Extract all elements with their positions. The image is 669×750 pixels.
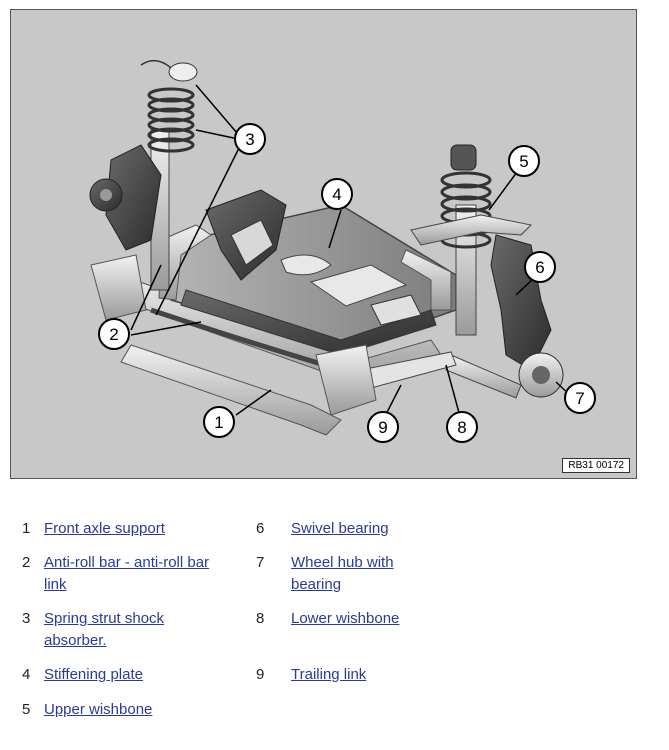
callout-7-number: 7 [575,389,584,408]
left-strut-mount [168,62,198,82]
callout-2: 2 [98,318,130,350]
legend-link-spring-strut[interactable]: Spring strut shock absorber. [44,610,165,649]
callout-8: 8 [446,411,478,443]
lower-wishbone [445,354,522,399]
axle-support-lower-tube [120,344,342,436]
callout-4-number: 4 [332,185,341,204]
legend-link-anti-roll-bar[interactable]: Anti-roll bar - anti-roll bar link [44,554,210,593]
leader-lines [130,84,574,421]
legend-number: 6 [256,520,265,537]
legend-link-trailing-link[interactable]: Trailing link [291,666,367,683]
callout-5: 5 [508,145,540,177]
legend-link-upper-wishbone[interactable]: Upper wishbone [44,701,153,718]
frame-cross-dark [180,289,437,356]
callout-9: 9 [367,411,399,443]
callout-4: 4 [321,178,353,210]
center-bracket [315,344,377,416]
legend-link-wheel-hub[interactable]: Wheel hub with bearing [291,554,394,593]
right-upper-wishbone [410,214,533,246]
figure-reference-code: RB31 00172 [562,458,630,473]
legend-number: 4 [22,666,31,683]
left-knuckle [105,144,162,251]
legend-number: 8 [256,610,265,627]
left-bracket [90,254,147,321]
callout-6-number: 6 [535,258,544,277]
axle-drawing: 1 2 3 4 5 6 7 8 [89,59,596,443]
callout-1: 1 [203,406,235,438]
legend-link-swivel-bearing[interactable]: Swivel bearing [291,520,389,537]
callout-5-number: 5 [519,152,528,171]
callout-9-number: 9 [378,418,387,437]
legend-link-lower-wishbone[interactable]: Lower wishbone [291,610,400,627]
legend-number: 7 [256,554,265,571]
plate-cutout-1 [280,254,332,276]
callout-6: 6 [524,251,556,283]
callout-2-number: 2 [109,325,118,344]
legend-number: 3 [22,610,31,627]
legend-link-front-axle-support[interactable]: Front axle support [44,520,165,537]
legend-number: 1 [22,520,31,537]
callout-8-number: 8 [457,418,466,437]
left-spring-coils [147,87,195,153]
anti-roll-bar [150,307,342,373]
callout-7: 7 [564,382,596,414]
right-strut-top [450,144,477,171]
plate-cutout-2 [309,264,408,307]
right-strut-body [455,204,477,336]
right-bracket [370,294,422,326]
legend-number: 9 [256,666,265,683]
callout-3: 3 [234,123,266,155]
callout-3-number: 3 [245,130,254,149]
legend-link-stiffening-plate[interactable]: Stiffening plate [44,666,143,683]
axle-illustration: 1 2 3 4 5 6 7 8 [10,9,637,479]
legend-number: 2 [22,554,31,571]
legend-number: 5 [22,701,31,718]
callout-1-number: 1 [214,413,223,432]
